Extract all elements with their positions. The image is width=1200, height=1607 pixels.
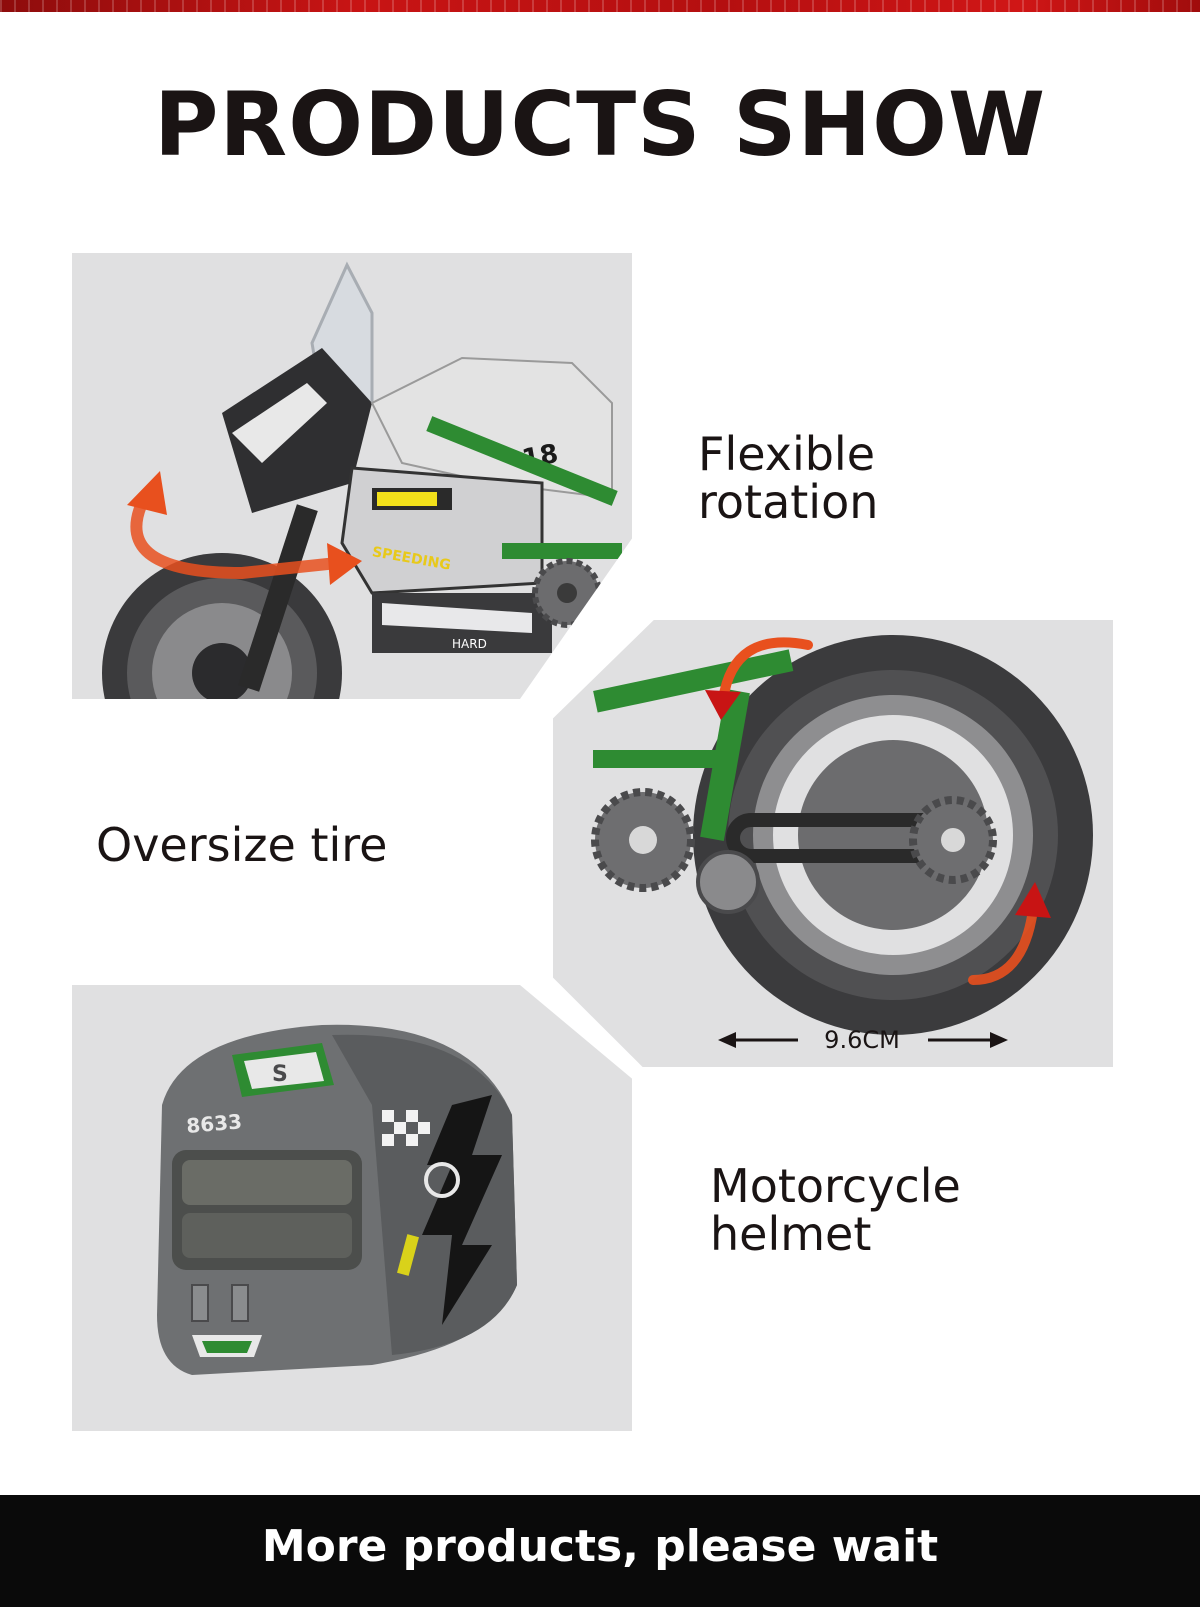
helmet-badge-letter: S — [272, 1062, 288, 1087]
feature-image-oversize-tire — [553, 620, 1113, 1067]
helmet-code-label: 8633 — [185, 1109, 243, 1138]
top-decorative-bar — [0, 0, 1200, 12]
feature-caption-motorcycle-helmet: Motorcycle helmet — [710, 1159, 961, 1261]
feature-caption-oversize-tire: Oversize tire — [96, 818, 388, 872]
feature-image-motorcycle-helmet: S 8633 — [72, 985, 632, 1431]
dimension-label: 9.6CM — [824, 1026, 900, 1054]
page-title: PRODUCTS SHOW — [153, 73, 1047, 176]
feature-image-flexible-rotation: 18 SPEEDING HARD — [72, 253, 632, 699]
tire-width-dimension: 9.6CM — [718, 1022, 1008, 1058]
footer-banner: More products, please wait — [0, 1495, 1200, 1607]
feature-caption-flexible-rotation: Flexible rotation — [698, 427, 879, 529]
hard-decal: HARD — [452, 637, 487, 651]
